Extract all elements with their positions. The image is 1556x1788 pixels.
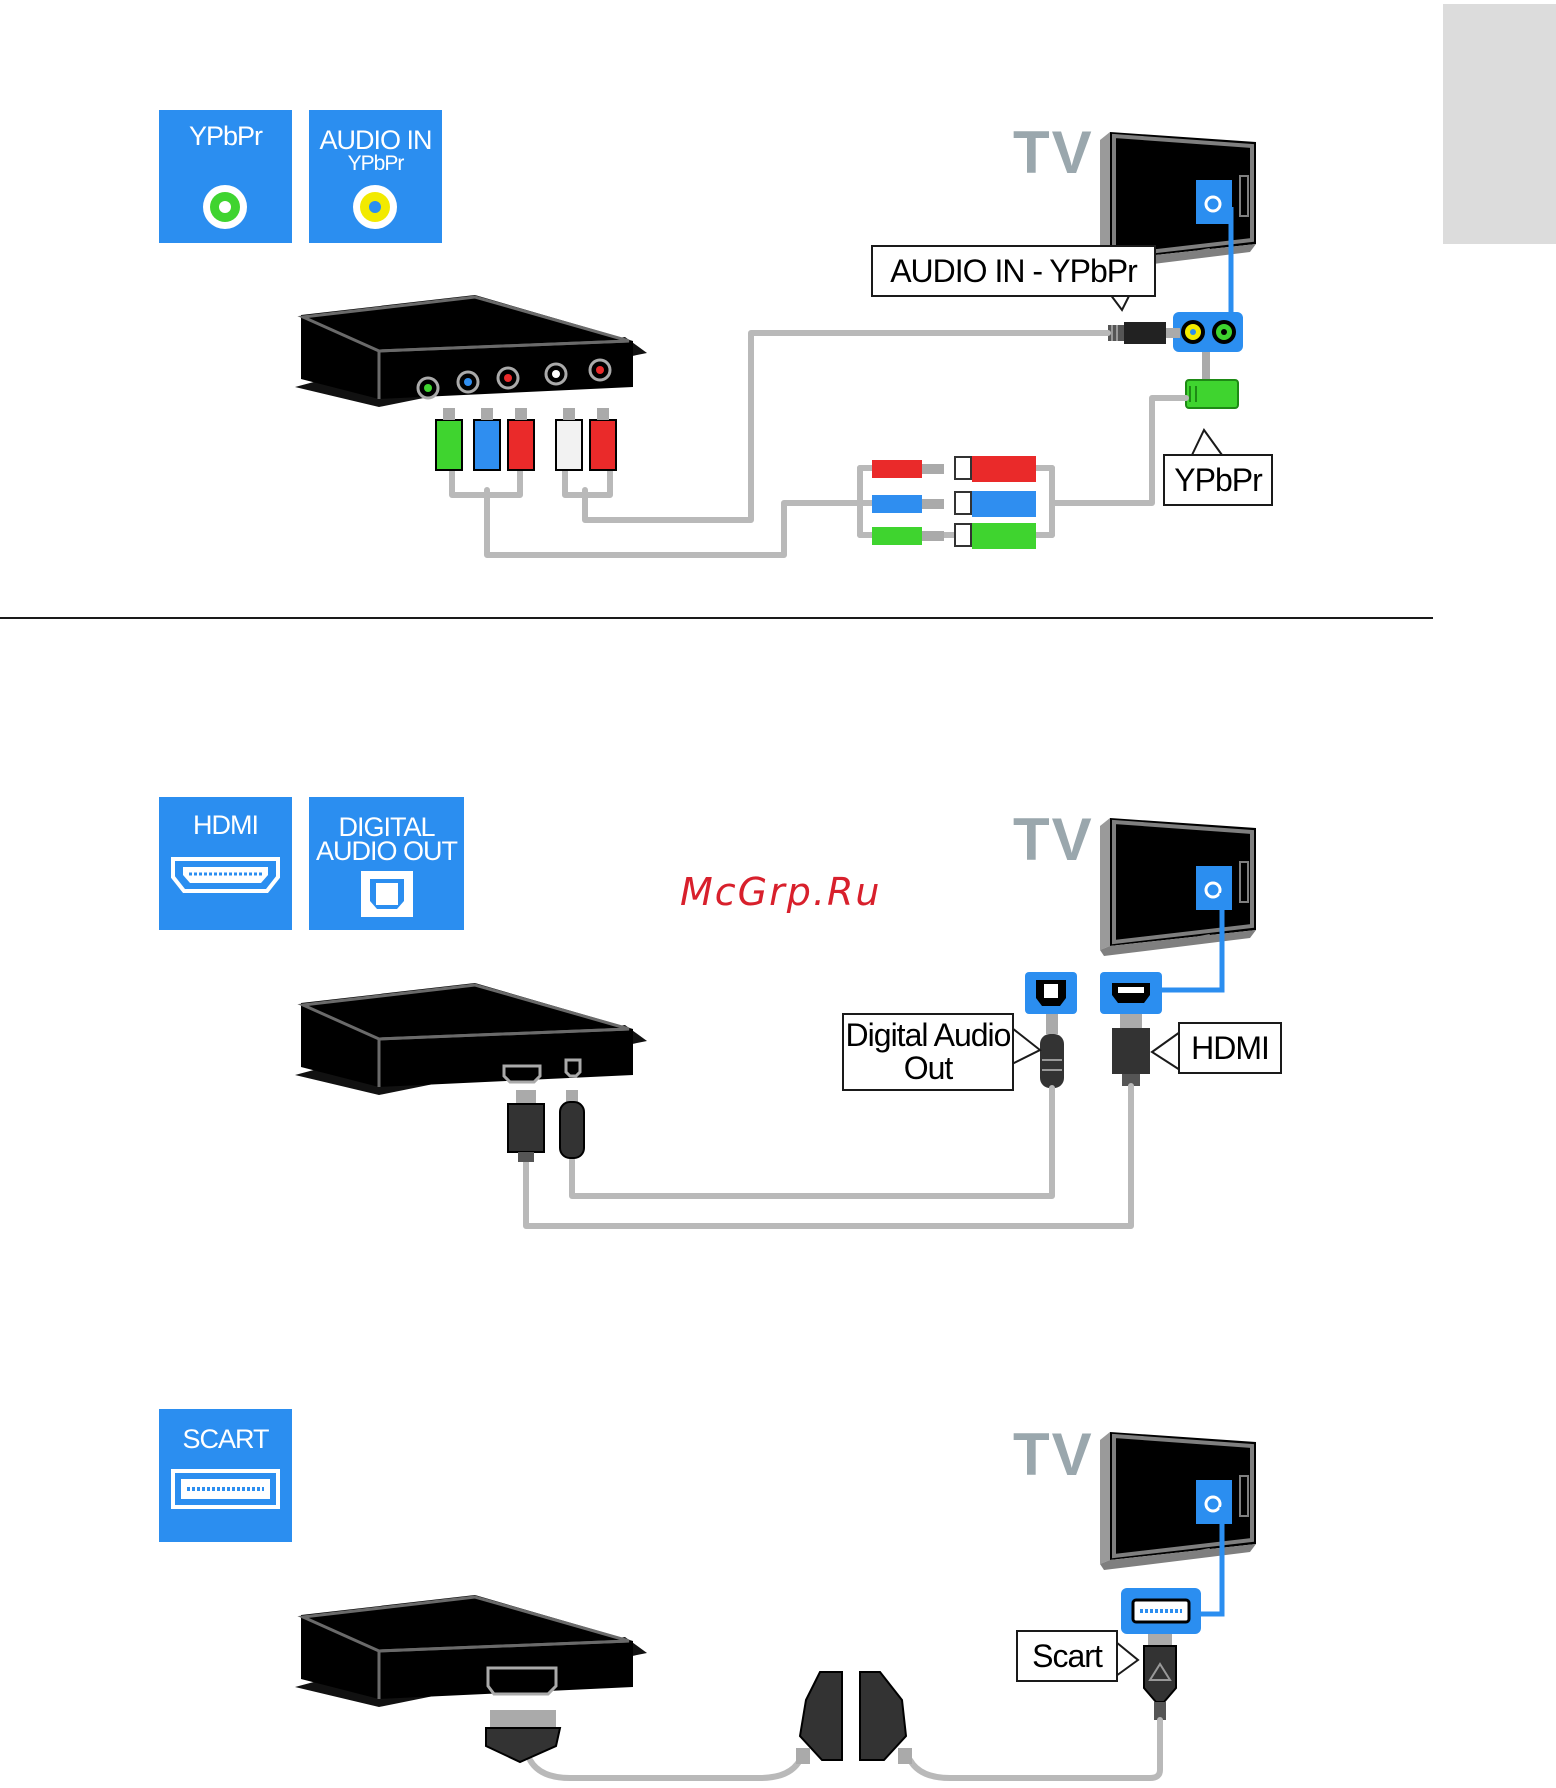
tv-optical-port [1025,972,1077,1014]
section-scart [295,1432,1256,1778]
callout-ypbpr: YPbPr [1163,454,1273,506]
tv-icon [1100,818,1256,956]
callout-audio-in-ypbpr: AUDIO IN - YPbPr [871,245,1156,297]
audio-plug-icon [1108,322,1180,344]
box-plugs [508,1090,584,1162]
scart-plug-icon [1144,1634,1176,1720]
component-jacks-right [955,456,1036,549]
tv-scart-port [1121,1588,1201,1634]
box-scart-plug [486,1710,560,1762]
component-plugs-left [872,460,944,545]
optical-plug-icon [1040,1014,1064,1088]
scart-coupler-icon [796,1672,912,1764]
green-plug-icon [1186,352,1238,408]
callout-hdmi: HDMI [1178,1022,1282,1074]
tv-jack-panel [1173,312,1243,352]
hdmi-plug-icon [1112,1014,1150,1086]
set-top-box-icon [295,983,647,1095]
tv-icon [1100,1432,1256,1570]
set-top-box-icon [295,1595,647,1707]
box-scart-port [488,1668,556,1694]
tv-hdmi-port [1100,972,1162,1014]
callout-digital-audio-out: Digital Audio Out [842,1013,1014,1091]
watermark: McGrp.Ru [680,870,881,914]
section-ypbpr [295,132,1256,555]
box-rca-plugs [436,408,616,470]
callout-scart: Scart [1016,1630,1118,1682]
cable-lines [530,1720,1160,1778]
cable-lines [526,1086,1131,1226]
